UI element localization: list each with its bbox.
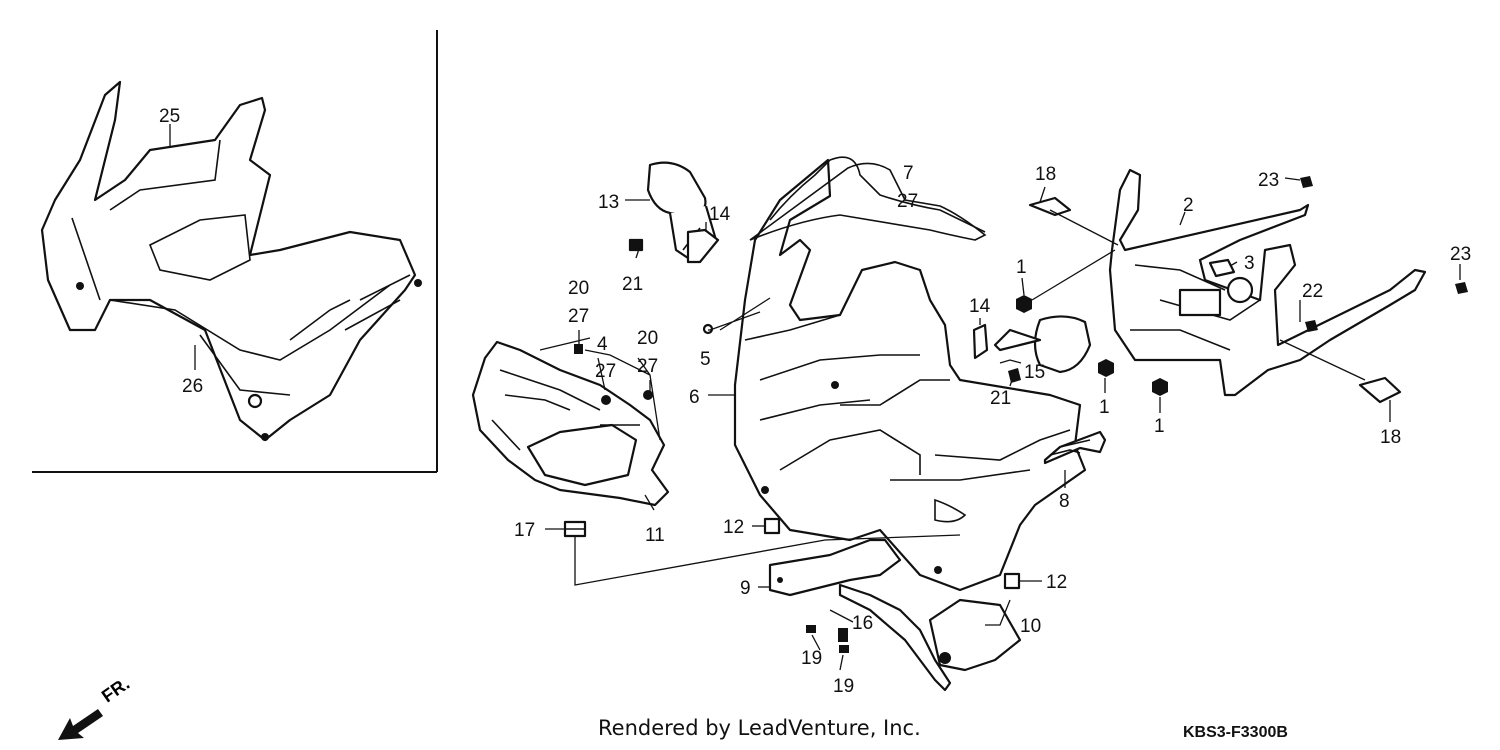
inset-frame xyxy=(32,30,438,473)
label-1-mid: 1 xyxy=(1099,397,1110,418)
lower-bracket-part xyxy=(768,538,1022,692)
bracket-parts xyxy=(686,196,1402,404)
label-18-bottom: 18 xyxy=(1380,427,1401,448)
label-15: 15 xyxy=(1024,362,1045,383)
inset-fairing-assembly xyxy=(40,80,422,442)
leader-lines xyxy=(169,124,1461,671)
label-14-left: 14 xyxy=(709,204,731,225)
label-27-b: 27 xyxy=(595,361,616,382)
label-6: 6 xyxy=(689,387,700,408)
mirror-small-part xyxy=(993,315,1092,374)
label-7: 7 xyxy=(903,163,914,184)
label-27-d: 27 xyxy=(897,191,918,212)
label-8: 8 xyxy=(1059,491,1070,512)
label-13: 13 xyxy=(598,192,619,213)
label-18-top: 18 xyxy=(1035,164,1056,185)
label-19-b: 19 xyxy=(833,676,854,697)
clip-17 xyxy=(563,520,587,538)
label-10: 10 xyxy=(1020,616,1041,637)
label-1-bottom: 1 xyxy=(1154,416,1165,437)
label-4: 4 xyxy=(597,334,608,355)
label-12-left: 12 xyxy=(723,517,744,538)
label-1-top: 1 xyxy=(1016,257,1027,278)
fasteners xyxy=(574,176,1468,653)
label-19-a: 19 xyxy=(801,648,822,669)
credit-text: Rendered by LeadVenture, Inc. xyxy=(598,716,921,740)
label-9: 9 xyxy=(740,578,751,599)
nut-1 xyxy=(1016,295,1168,396)
label-27-a: 27 xyxy=(568,306,589,327)
label-27-c: 27 xyxy=(637,356,658,377)
label-22: 22 xyxy=(1302,281,1323,302)
label-20-right: 20 xyxy=(637,328,658,349)
label-2: 2 xyxy=(1183,195,1194,216)
label-16: 16 xyxy=(852,613,873,634)
label-21-right: 21 xyxy=(990,388,1011,409)
label-3: 3 xyxy=(1244,253,1255,274)
windscreen-part xyxy=(769,156,986,233)
label-20-left: 20 xyxy=(568,278,589,299)
label-25: 25 xyxy=(159,106,180,127)
label-23-right: 23 xyxy=(1450,244,1471,265)
label-26: 26 xyxy=(182,376,203,397)
front-arrow-icon xyxy=(58,709,103,740)
upper-cowl-part xyxy=(733,158,1087,592)
label-17: 17 xyxy=(514,520,535,541)
duct-part xyxy=(1043,430,1107,465)
label-12-right: 12 xyxy=(1046,572,1067,593)
stay-part xyxy=(1108,168,1427,397)
label-23-top: 23 xyxy=(1258,170,1279,191)
label-21-left: 21 xyxy=(622,274,643,295)
label-11: 11 xyxy=(645,525,665,546)
inner-panel-part xyxy=(471,340,670,507)
callout-labels: 25 26 13 14 21 20 27 4 27 20 27 17 11 7 … xyxy=(159,106,1471,697)
label-5: 5 xyxy=(700,349,711,370)
label-14-right: 14 xyxy=(969,296,991,317)
diagram-code: KBS3-F3300B xyxy=(1183,724,1288,741)
